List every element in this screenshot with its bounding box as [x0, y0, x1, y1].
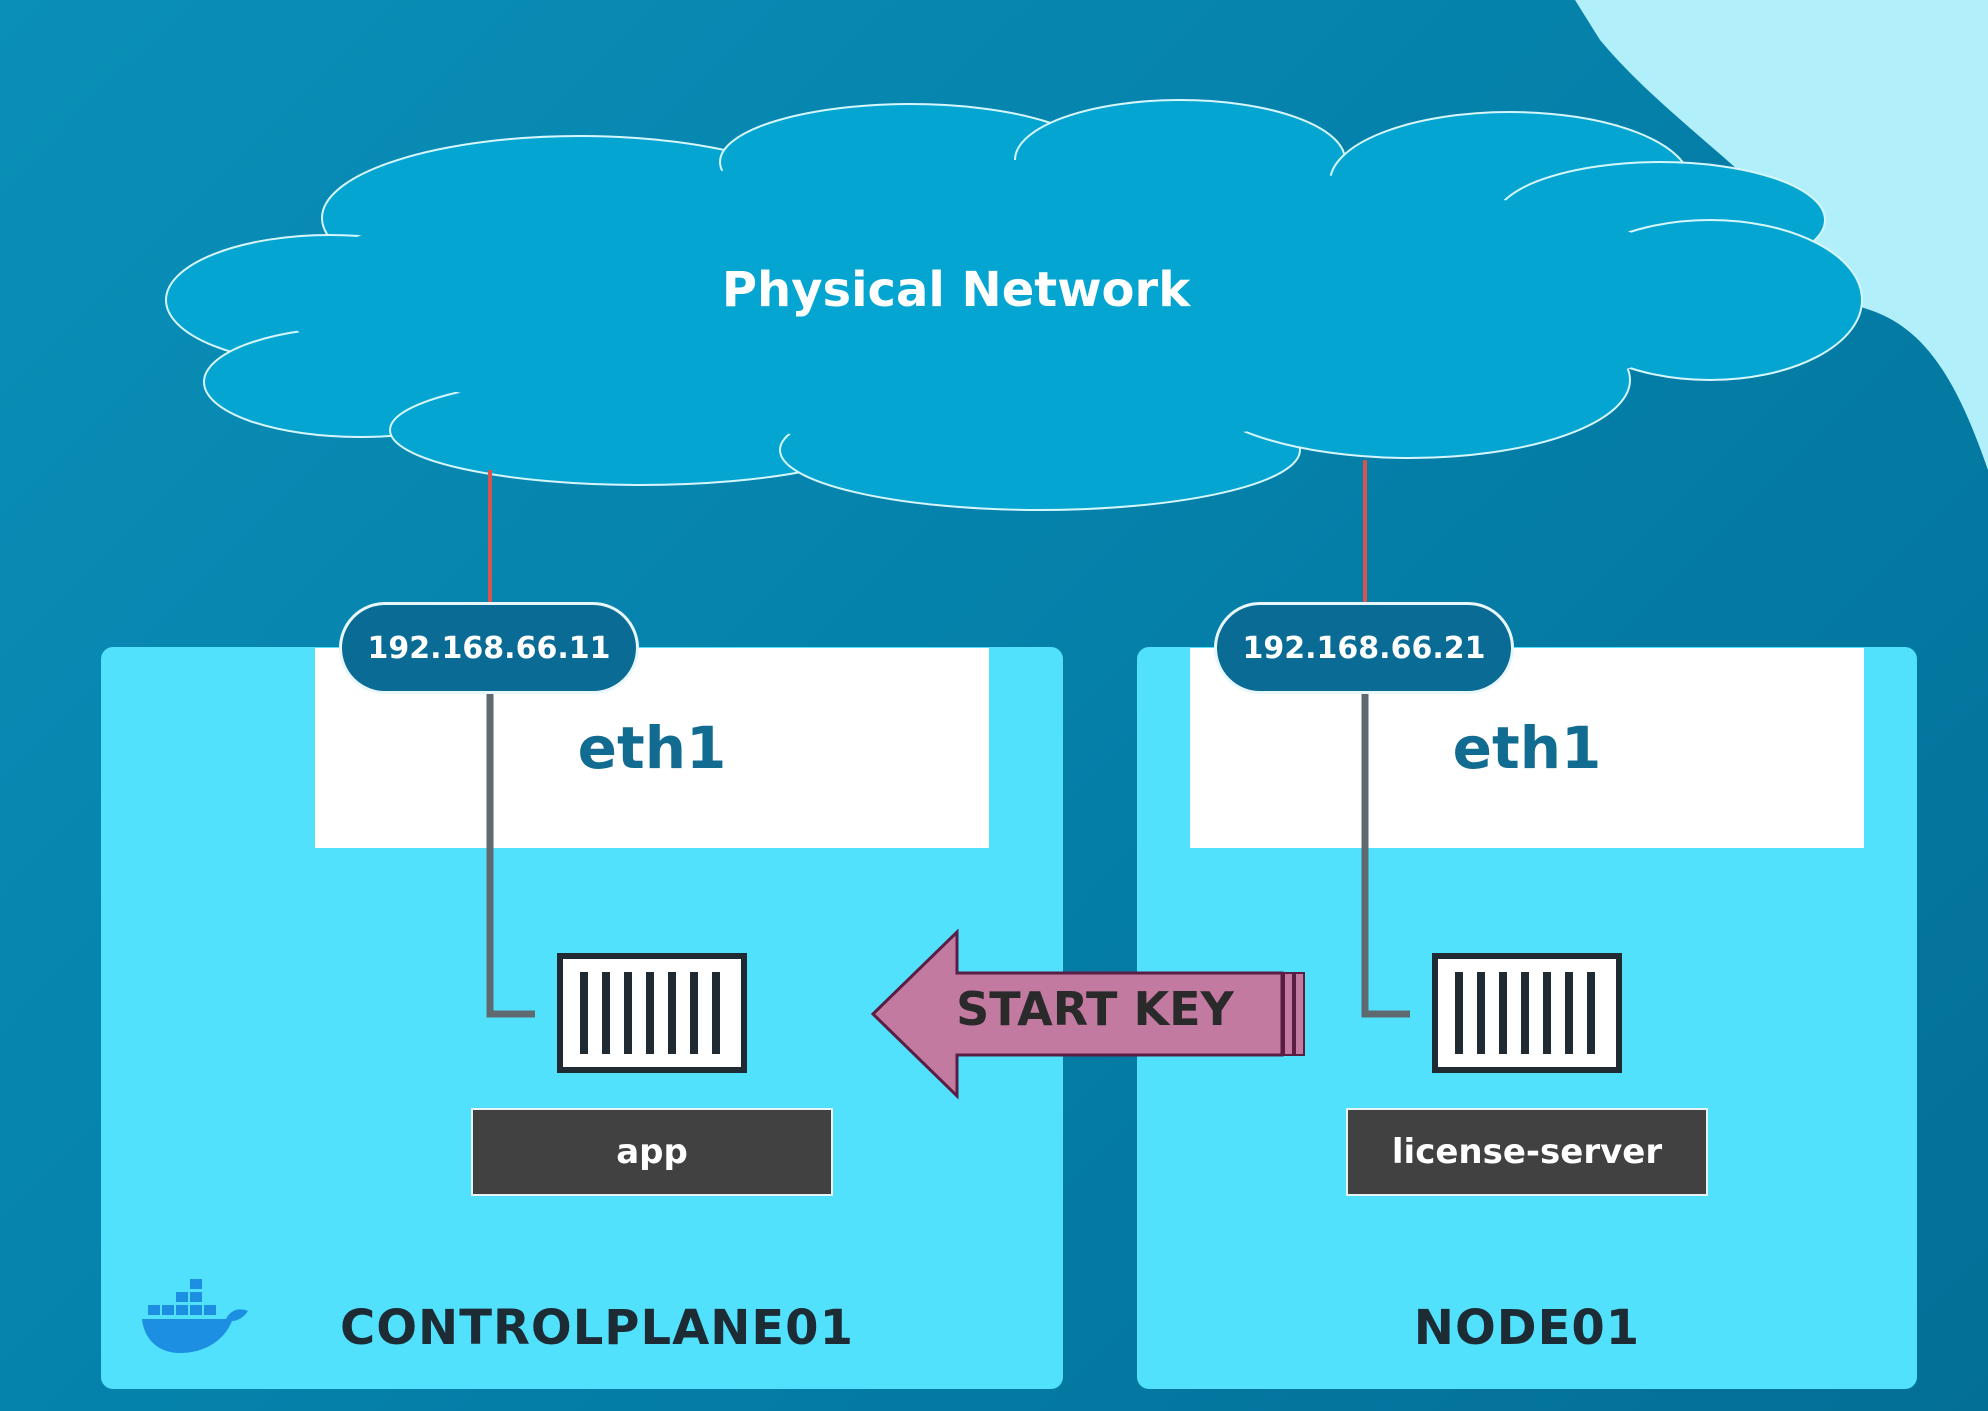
- physical-network-label: Physical Network: [721, 262, 1191, 318]
- container-label-license-server: license-server: [1346, 1108, 1708, 1196]
- container-label-app: app: [471, 1108, 833, 1196]
- cloud-fill-core: [280, 160, 1720, 440]
- start-key-label: START KEY: [956, 982, 1234, 1036]
- host-label-node01: NODE01: [1413, 1300, 1641, 1356]
- corner-light-shape: [1575, 0, 1988, 470]
- docker-whale-icon: [142, 1279, 248, 1353]
- ip-badge-node: 192.168.66.21: [1214, 602, 1514, 694]
- interface-label: eth1: [1452, 714, 1602, 782]
- host-label-controlplane01: CONTROLPLANE01: [340, 1300, 854, 1356]
- ip-badge-controlplane: 192.168.66.11: [339, 602, 639, 694]
- interface-label: eth1: [577, 714, 727, 782]
